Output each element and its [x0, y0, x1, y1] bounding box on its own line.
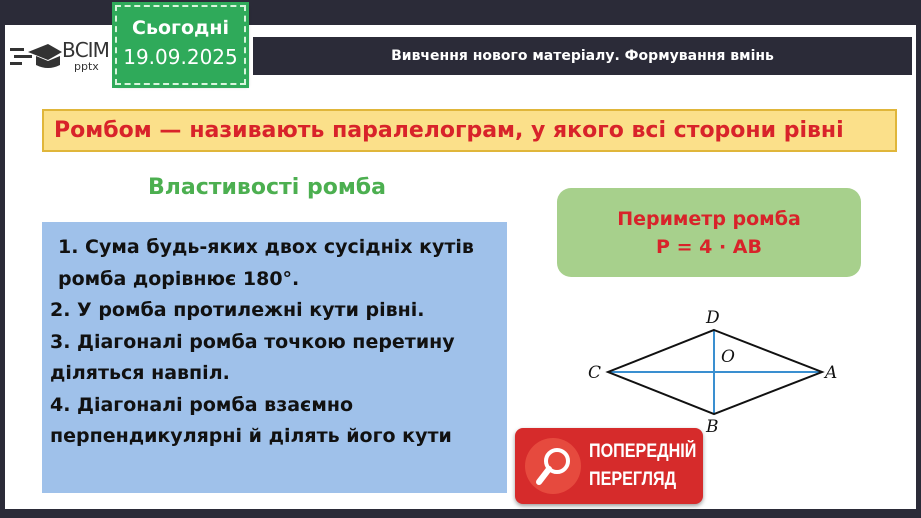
- logo-text: ВСІМ: [62, 38, 110, 62]
- perimeter-title: Периметр ромба: [617, 208, 801, 230]
- property-item: 2. У ромба протилежні кути рівні.: [50, 299, 425, 321]
- magnifier-icon: [525, 438, 581, 494]
- definition-box: Ромбом — називають паралелограм, у якого…: [42, 109, 897, 152]
- date-badge: Сьогодні 19.09.2025: [112, 2, 249, 88]
- logo: ВСІМ pptx: [10, 38, 110, 78]
- property-item: 3. Діагоналі ромба точкою перетину ділят…: [50, 330, 455, 385]
- logo-subtext: pptx: [74, 60, 99, 73]
- property-item: 1. Сума будь-яких двох сусідніх кутів ро…: [58, 236, 474, 290]
- preview-badge[interactable]: ПОПЕРЕДНІЙ ПЕРЕГЛЯД: [515, 428, 703, 504]
- properties-box: 1. Сума будь-яких двох сусідніх кутів ро…: [42, 222, 507, 493]
- header-bar: Вивчення нового матеріалу. Формування вм…: [253, 37, 912, 75]
- graduation-cap-icon: [10, 44, 62, 68]
- properties-title: Властивості ромба: [148, 175, 387, 200]
- definition-term: Ромбом —: [54, 118, 182, 143]
- definition-text: називають паралелограм, у якого всі стор…: [189, 118, 844, 143]
- preview-line1: ПОПЕРЕДНІЙ: [589, 441, 697, 462]
- date-label: Сьогодні: [132, 17, 229, 39]
- perimeter-formula: P = 4 · AB: [656, 236, 762, 258]
- header-title: Вивчення нового матеріалу. Формування вм…: [391, 48, 774, 64]
- preview-line2: ПЕРЕГЛЯД: [589, 469, 677, 490]
- date-value: 19.09.2025: [123, 45, 238, 69]
- property-item: 4. Діагоналі ромба взаємно перпендикуляр…: [50, 393, 452, 448]
- perimeter-box: Периметр ромба P = 4 · AB: [557, 188, 861, 277]
